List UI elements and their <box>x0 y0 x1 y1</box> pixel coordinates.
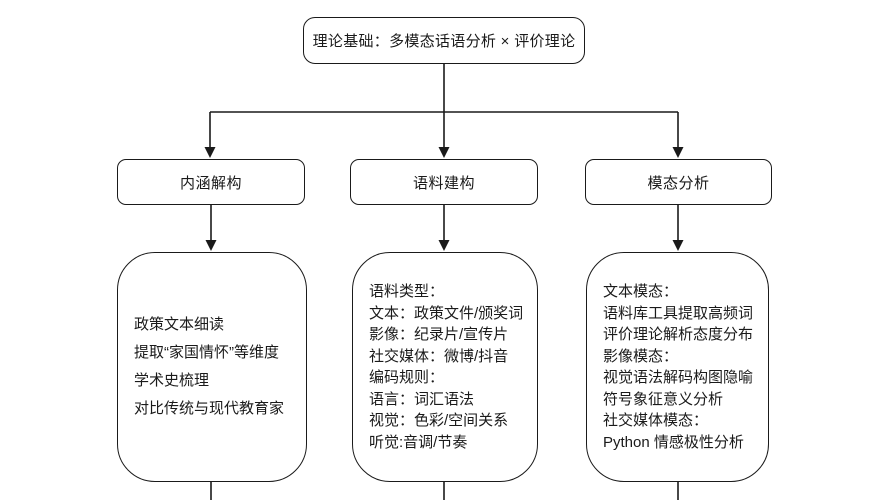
detail-line: 视觉：色彩/空间关系 <box>369 412 509 429</box>
detail-line: 政策文本细读 <box>134 316 225 333</box>
detail-line: 符号象征意义分析 <box>603 390 724 408</box>
detail-line: Python 情感极性分析 <box>603 433 744 451</box>
node-theory-basis: 理论基础：多模态话语分析 × 评价理论 <box>303 17 585 64</box>
detail-line: 文本：政策文件/颁奖词 <box>369 304 524 322</box>
detail-lines-center: 语料类型： 文本：政策文件/颁奖词 影像：纪录片/宣传片 社交媒体：微博/抖音 … <box>353 281 537 453</box>
arrowhead-right-icon <box>672 147 684 158</box>
detail-line: 对比传统与现代教育家 <box>134 400 285 417</box>
node-corpus-details: 语料类型： 文本：政策文件/颁奖词 影像：纪录片/宣传片 社交媒体：微博/抖音 … <box>352 252 538 482</box>
detail-line: 语料类型： <box>369 283 445 300</box>
detail-lines-right: 文本模态： 语料库工具提取高频词 评价理论解析态度分布 影像模态： 视觉语法解码… <box>587 281 768 453</box>
node-modality-label: 模态分析 <box>647 174 710 192</box>
arrowhead-center-detail-icon <box>438 240 450 251</box>
node-corpus-construction: 语料建构 <box>350 159 538 205</box>
node-modality-analysis: 模态分析 <box>585 159 772 205</box>
detail-line: 提取“家国情怀”等维度 <box>134 344 279 361</box>
detail-line: 社交媒体模态： <box>603 412 709 429</box>
node-connotation-label: 内涵解构 <box>179 174 242 192</box>
detail-line: 影像模态： <box>603 347 679 365</box>
arrowhead-center-icon <box>438 147 450 158</box>
node-theory-basis-label: 理论基础：多模态话语分析 × 评价理论 <box>312 33 576 50</box>
detail-line: 语言：词汇语法 <box>369 390 475 408</box>
detail-line: 文本模态： <box>603 283 679 300</box>
detail-line: 视觉语法解码构图隐喻 <box>603 369 754 386</box>
detail-line: 学术史梳理 <box>134 372 210 389</box>
detail-line: 评价理论解析态度分布 <box>603 326 754 343</box>
detail-lines-left: 政策文本细读 提取“家国情怀”等维度 学术史梳理 对比传统与现代教育家 <box>118 311 306 423</box>
arrowhead-left-detail-icon <box>205 240 217 251</box>
node-modality-details: 文本模态： 语料库工具提取高频词 评价理论解析态度分布 影像模态： 视觉语法解码… <box>586 252 769 482</box>
detail-line: 编码规则： <box>369 369 445 386</box>
detail-line: 影像：纪录片/宣传片 <box>369 326 509 343</box>
detail-line: 听觉:音调/节奏 <box>369 433 468 451</box>
node-corpus-label: 语料建构 <box>412 174 475 192</box>
detail-line: 社交媒体：微博/抖音 <box>369 347 509 365</box>
arrowhead-right-detail-icon <box>672 240 684 251</box>
detail-line: 语料库工具提取高频词 <box>603 304 754 322</box>
node-connotation-deconstruction: 内涵解构 <box>117 159 305 205</box>
arrowhead-left-icon <box>204 147 216 158</box>
node-connotation-details: 政策文本细读 提取“家国情怀”等维度 学术史梳理 对比传统与现代教育家 <box>117 252 307 482</box>
